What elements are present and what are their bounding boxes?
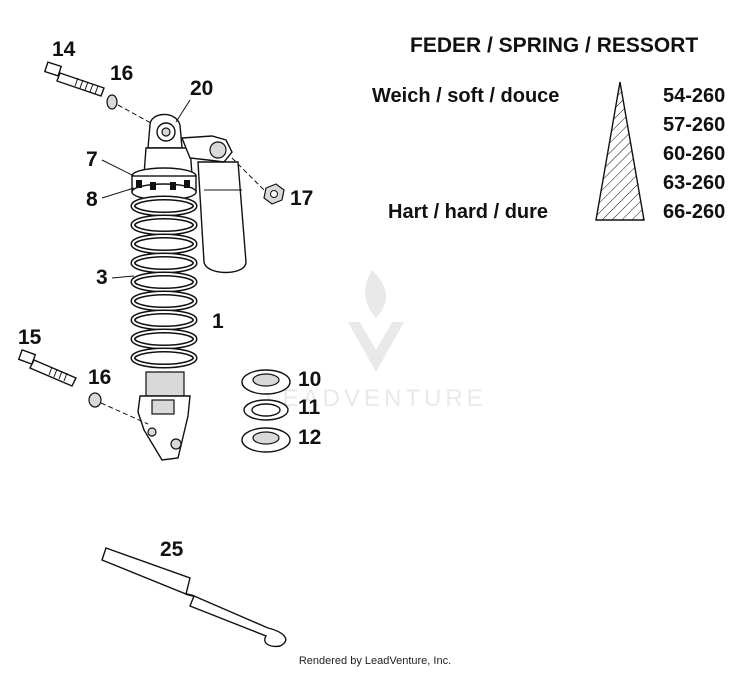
ring-11: [243, 399, 289, 421]
shock-absorber: [130, 113, 247, 461]
legend-hard-label: Hart / hard / dure: [388, 201, 548, 223]
spring-coil-highlight: [132, 330, 196, 348]
spring-coils: [130, 195, 198, 369]
hook-spanner-25: [101, 547, 287, 648]
callout-12: 12: [298, 426, 321, 449]
legend-soft-label: Weich / soft / douce: [372, 85, 559, 107]
ring-12: [241, 427, 291, 453]
callout-11: 11: [298, 396, 321, 419]
legend-rate-2: 57-260: [663, 114, 725, 136]
spring-coil-highlight: [132, 311, 196, 329]
legend-rate-3: 60-260: [663, 143, 725, 165]
spring-coil-highlight: [132, 273, 196, 291]
spring-coil-highlight: [132, 235, 196, 253]
callout-7: 7: [86, 148, 98, 171]
callout-25: 25: [160, 538, 184, 561]
callout-16-top: 16: [110, 62, 133, 85]
spring-rate-wedge: [595, 81, 645, 221]
washer-16-bottom: [88, 392, 102, 408]
callout-17: 17: [290, 187, 313, 210]
watermark-text: LEADVENTURE: [265, 385, 486, 412]
callout-20: 20: [190, 77, 213, 100]
watermark: LEADVENTURE: [265, 270, 486, 412]
legend-rate-1: 54-260: [663, 85, 725, 107]
callout-8: 8: [86, 188, 98, 211]
legend-rate-5: 66-260: [663, 201, 725, 223]
bolt-15: [17, 349, 77, 387]
spring-coil-highlight: [132, 349, 196, 367]
legend-title: FEDER / SPRING / RESSORT: [410, 34, 698, 57]
callout-14: 14: [52, 38, 76, 61]
callout-15: 15: [18, 326, 42, 349]
ring-10: [241, 369, 291, 395]
callout-16-bottom: 16: [88, 366, 111, 389]
spring-coil-highlight: [132, 197, 196, 215]
spring-coil-highlight: [132, 292, 196, 310]
callout-1: 1: [212, 310, 224, 333]
spring-coil-highlight: [132, 216, 196, 234]
legend-rate-4: 63-260: [663, 172, 725, 194]
bolt-14: [43, 61, 105, 97]
washer-16-top: [106, 94, 118, 110]
footer-credit: Rendered by LeadVenture, Inc.: [298, 655, 452, 667]
spring-coil-highlight: [132, 254, 196, 272]
callout-10: 10: [298, 368, 321, 391]
nut-17: [263, 183, 285, 205]
callout-3: 3: [96, 266, 108, 289]
spring-rate-legend: FEDER / SPRING / RESSORT Weich / soft / …: [372, 34, 725, 223]
